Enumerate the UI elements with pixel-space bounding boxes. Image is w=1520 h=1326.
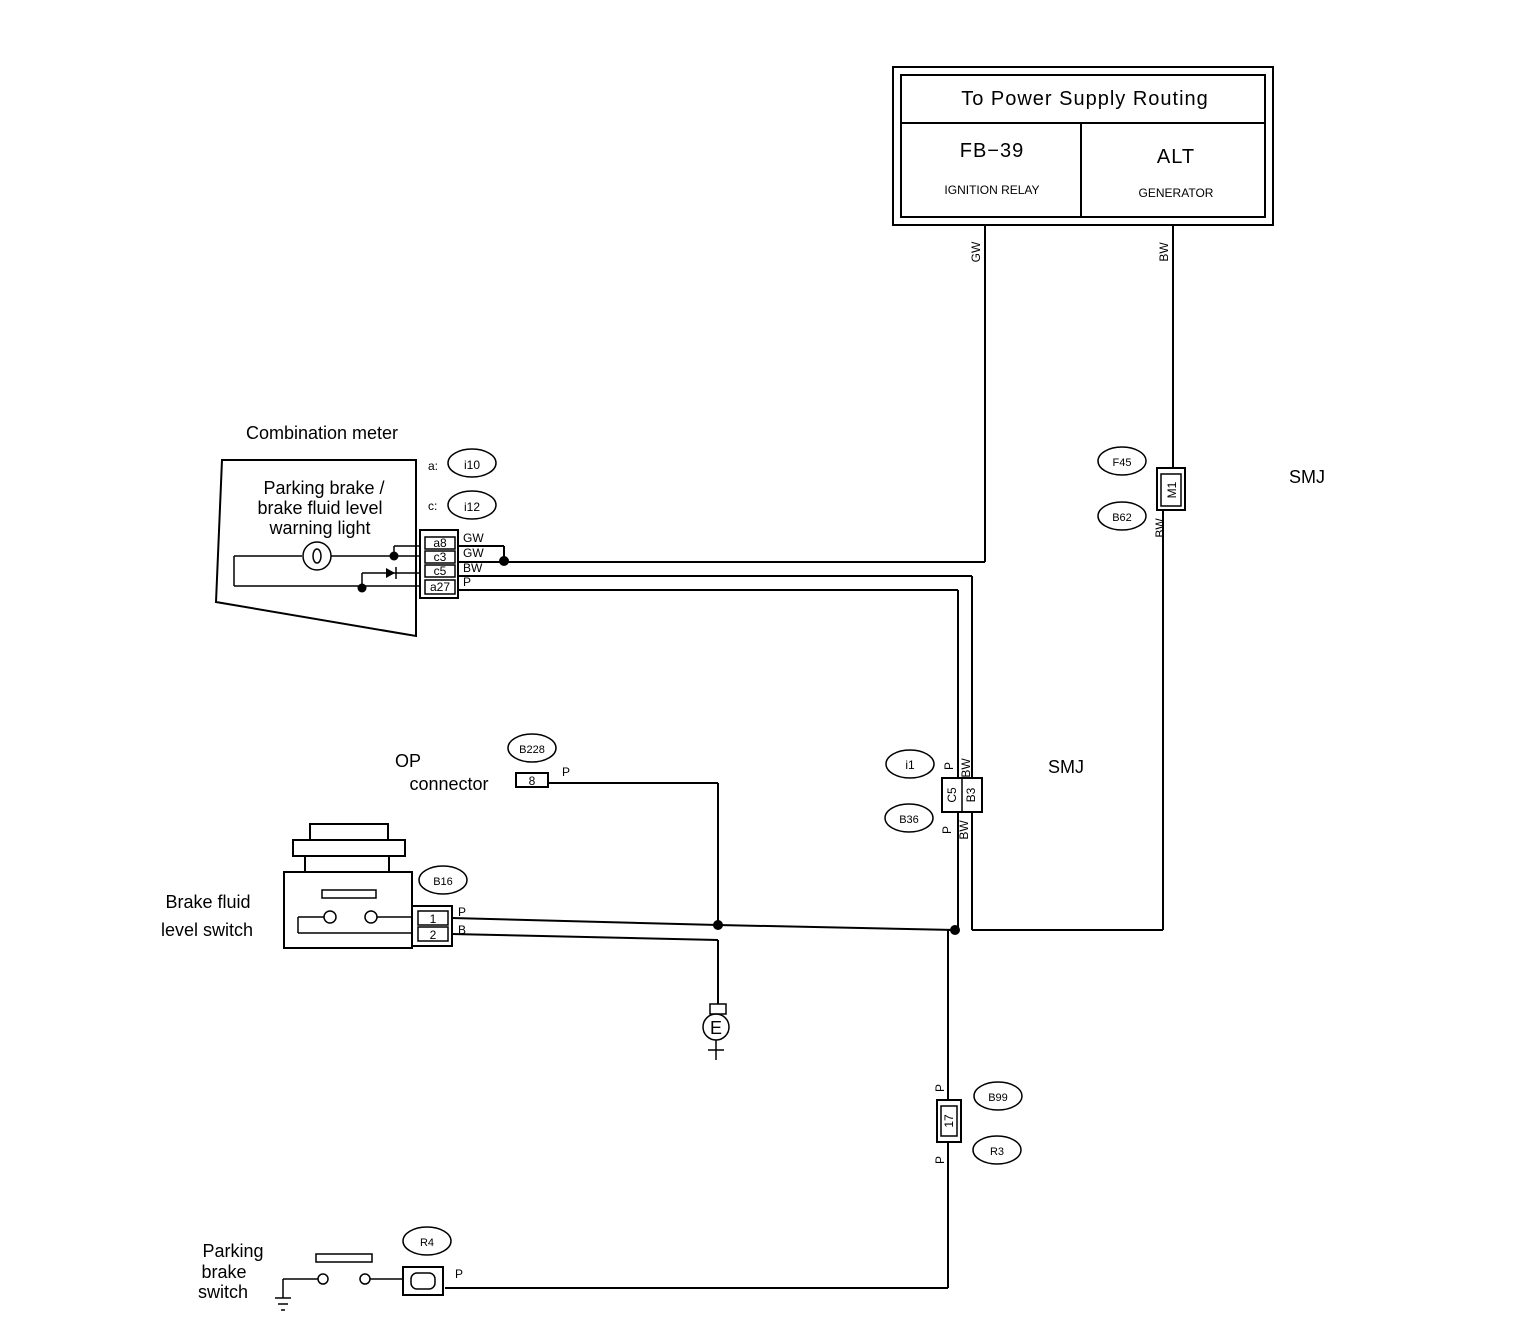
diode-icon xyxy=(386,568,395,578)
connector-m1-label: M1 xyxy=(1165,481,1179,498)
brake-fluid-level-switch: 1 2 B16 Brake fluid level switch P B xyxy=(161,823,956,1004)
connector-i10-tag: i10 xyxy=(464,458,480,472)
connector-r4-tag: R4 xyxy=(420,1237,434,1249)
parking-label-line1: Parking xyxy=(202,1241,263,1261)
wire-color-bw-b62: BW xyxy=(1153,518,1167,538)
meter-bw-p-wires xyxy=(445,575,973,1289)
connector-b16-tag: B16 xyxy=(433,876,453,888)
ground-e: E xyxy=(702,1003,730,1060)
wire-color-p-r3: P xyxy=(933,1156,947,1164)
connector-b3-label: B3 xyxy=(964,787,978,802)
meter-pin-a8: a8 xyxy=(433,536,447,550)
op-label-line2: connector xyxy=(409,774,488,794)
connector-i12-tag: i12 xyxy=(464,500,480,514)
ignition-relay-code: FB−39 xyxy=(960,140,1024,162)
parking-label-line3: switch xyxy=(198,1282,248,1302)
meter-pin-c3: c3 xyxy=(434,550,447,564)
wire-color-p-op: P xyxy=(562,765,570,779)
parking-label-line2: brake xyxy=(201,1262,246,1282)
parking-brake-switch: Parking brake switch R4 P xyxy=(198,1226,463,1311)
wire-color-gw-c3: GW xyxy=(463,546,484,560)
op-label-line1: OP xyxy=(395,751,421,771)
meter-prefix-c: c: xyxy=(428,499,437,513)
meter-pin-c5: c5 xyxy=(434,564,447,578)
connector-r3-tag: R3 xyxy=(990,1146,1004,1158)
wire-color-p-b99: P xyxy=(933,1084,947,1092)
wire-color-p-r4: P xyxy=(455,1267,463,1281)
wire-color-p-i1: P xyxy=(942,762,956,770)
connector-c5-b3: C5 B3 P BW P BW i1 B36 xyxy=(884,749,983,840)
wire-color-gw-a8: GW xyxy=(463,531,484,545)
wire-color-p-a27: P xyxy=(463,575,471,589)
brake-fluid-label-line2: level switch xyxy=(161,920,253,940)
meter-pin-a27: a27 xyxy=(430,580,450,594)
warning-light-line3: warning light xyxy=(268,518,370,538)
power-supply-box: To Power Supply Routing FB−39 IGNITION R… xyxy=(892,66,1274,226)
connector-c5-label: C5 xyxy=(945,787,959,803)
gw-wire: GW xyxy=(510,225,986,563)
alt-code: ALT xyxy=(1157,146,1195,168)
ground-e-label: E xyxy=(710,1018,722,1038)
wire-color-b-switch: B xyxy=(458,923,466,937)
ignition-relay-label: IGNITION RELAY xyxy=(944,183,1039,197)
bw-generator-wire: BW BW xyxy=(971,225,1174,931)
generator-label: GENERATOR xyxy=(1139,186,1214,200)
op-connector: OP connector 8 B228 P xyxy=(395,733,719,925)
smj-label-mid: SMJ xyxy=(1048,757,1084,777)
switch-pin-2: 2 xyxy=(430,928,437,942)
op-pin-8: 8 xyxy=(529,774,536,788)
connector-b99-tag: B99 xyxy=(988,1092,1008,1104)
wire-color-bw-b36: BW xyxy=(957,820,971,840)
wire-color-bw-c5: BW xyxy=(463,561,483,575)
connector-b62-tag: B62 xyxy=(1112,512,1132,524)
meter-prefix-a: a: xyxy=(428,459,438,473)
wire-color-bw-i1: BW xyxy=(959,758,973,778)
combination-meter-title: Combination meter xyxy=(246,423,398,443)
warning-light-line1: Parking brake / xyxy=(263,478,384,498)
connector-f45-tag: F45 xyxy=(1113,457,1132,469)
power-box-title: To Power Supply Routing xyxy=(961,88,1209,110)
connector-b36-tag: B36 xyxy=(899,814,919,826)
wire-color-p-switch: P xyxy=(458,905,466,919)
connector-b228-tag: B228 xyxy=(519,744,545,756)
connector-i1-tag: i1 xyxy=(905,758,915,772)
wire-color-p-b36: P xyxy=(940,826,954,834)
wire-color-gw-top: GW xyxy=(969,241,983,262)
brake-fluid-label-line1: Brake fluid xyxy=(165,892,250,912)
switch-pin-1: 1 xyxy=(430,912,437,926)
connector-17-label: 17 xyxy=(942,1114,956,1128)
smj-label-top: SMJ xyxy=(1289,467,1325,487)
warning-light-line2: brake fluid level xyxy=(257,498,382,518)
connector-17: 17 P P B99 R3 xyxy=(933,1081,1023,1165)
wire-color-bw-top: BW xyxy=(1157,242,1171,262)
connector-m1: M1 F45 B62 xyxy=(1097,446,1186,531)
combination-meter: Combination meter Parking brake / brake … xyxy=(214,423,510,638)
